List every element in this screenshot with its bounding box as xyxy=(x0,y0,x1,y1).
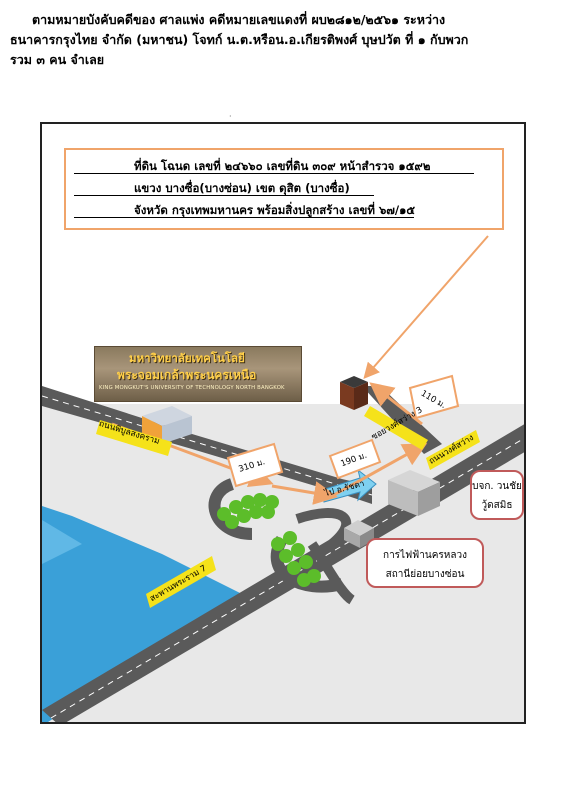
distance-tag-190 xyxy=(328,438,382,480)
land-info-callout: ที่ดิน โฉนด เลขที่ ๒๔๖๖๐ เลขที่ดิน ๓๐๙ ห… xyxy=(64,148,504,230)
ramp-left xyxy=(208,478,253,540)
university-name-line1: มหาวิทยาลัยเทคโนโลยี xyxy=(129,351,245,365)
route-segment-2 xyxy=(271,481,338,505)
substation-name-line1: การไฟฟ้านครหลวง xyxy=(383,550,467,561)
header-line-3: รวม ๓ คน จำเลย xyxy=(10,52,105,67)
company-name-line1: บจก. วนชัย xyxy=(472,481,522,492)
distance-tag-310 xyxy=(226,442,284,488)
route-segment-3 xyxy=(331,443,428,498)
label-plate-soi xyxy=(364,406,428,450)
university-banner: มหาวิทยาลัยเทคโนโลยี พระจอมเกล้าพระนครเห… xyxy=(94,346,302,402)
substation-name-line2: สถานีย่อยบางซ่อน xyxy=(385,569,465,580)
distance-tag-110 xyxy=(408,374,460,420)
road-pibulsongkram xyxy=(42,386,372,504)
route-segment-4 xyxy=(369,382,423,426)
university-name-english: KING MONGKUT'S UNIVERSITY OF TECHNOLOGY … xyxy=(99,385,285,391)
callout-line-1: ที่ดิน โฉนด เลขที่ ๒๔๖๖๐ เลขที่ดิน ๓๐๙ ห… xyxy=(134,159,431,173)
header-line-1: ตามหมายบังคับคดีของ ศาลแพ่ง คดีหมายเลขแด… xyxy=(32,12,446,27)
map-canvas xyxy=(42,235,524,722)
university-name-line2: พระจอมเกล้าพระนครเหนือ xyxy=(117,368,257,382)
substation-building-icon xyxy=(344,520,374,548)
callout-pointer xyxy=(363,235,489,380)
tree-cluster-upper xyxy=(217,493,279,529)
map-frame: ที่ดิน โฉนด เลขที่ ๒๔๖๖๐ เลขที่ดิน ๓๐๙ ห… xyxy=(40,122,526,724)
tree-cluster-lower xyxy=(271,531,321,587)
university-building xyxy=(142,406,192,444)
header-notice: ตามหมายบังคับคดีของ ศาลแพ่ง คดีหมายเลขแด… xyxy=(10,10,550,70)
label-plate-bridge xyxy=(146,556,216,608)
company-place-box: บจก. วนชัย วู้ดสมิธ xyxy=(470,470,524,520)
substation-place-box: การไฟฟ้านครหลวง สถานีย่อยบางซ่อน xyxy=(366,538,484,588)
label-plate-pibulsongkram xyxy=(96,420,172,456)
company-name-line2: วู้ดสมิธ xyxy=(481,500,513,511)
header-line-2: ธนาคารกรุงไทย จำกัด (มหาชน) โจทก์ น.ต.หร… xyxy=(10,32,469,47)
callout-line-2: แขวง บางซื่อ(บางซ่อน) เขต ดุสิต (บางซื่อ… xyxy=(134,181,350,195)
callout-line-3: จังหวัด กรุงเทพมหานคร พร้อมสิ่งปลูกสร้าง… xyxy=(134,203,416,217)
company-building-icon xyxy=(388,470,440,516)
target-house-icon xyxy=(340,376,368,410)
stray-mark: · xyxy=(229,112,232,121)
river xyxy=(42,506,242,722)
label-plate-wongsawang xyxy=(426,430,480,470)
